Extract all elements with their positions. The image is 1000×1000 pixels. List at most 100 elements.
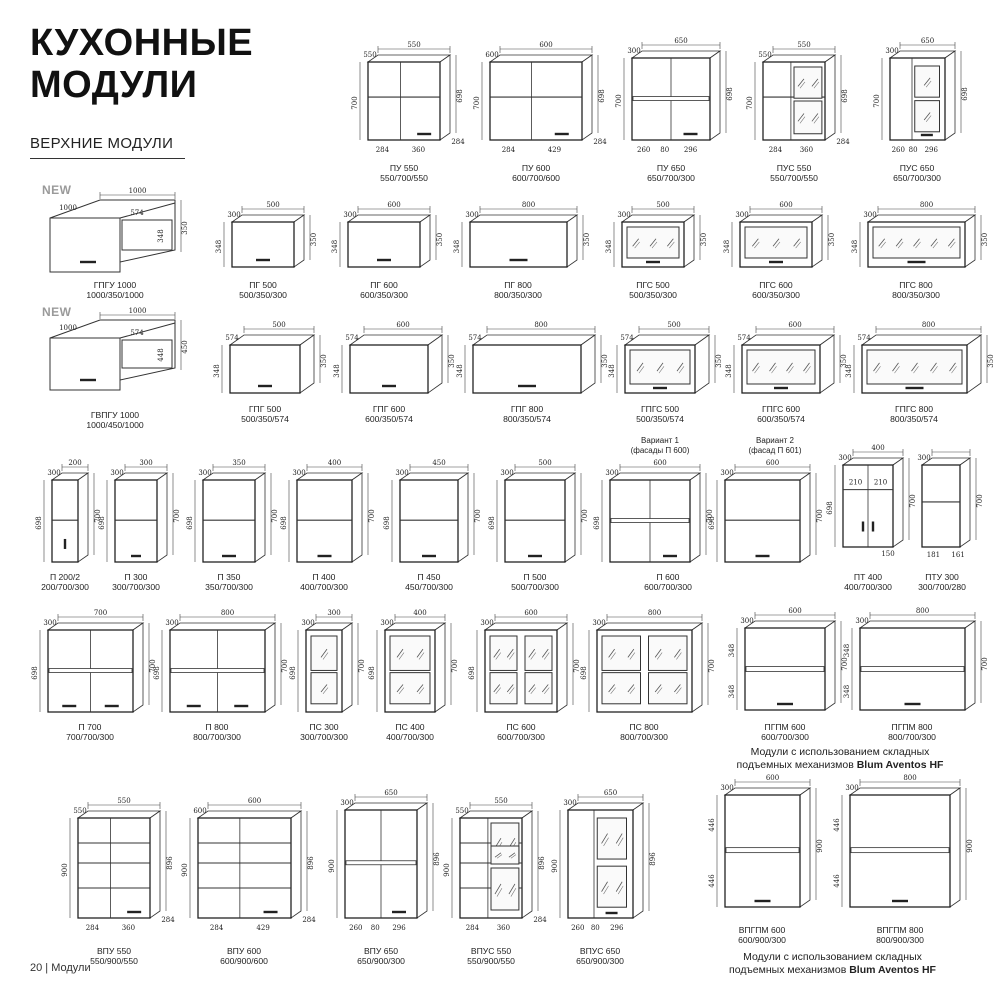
handle-icon [554, 132, 569, 136]
handle-icon [258, 384, 272, 388]
edge-line [669, 241, 675, 249]
dimension-height: 698 [726, 87, 734, 100]
dimension-height: 698 [961, 87, 969, 100]
edge-line [925, 80, 932, 88]
dimension-height: 348 [453, 240, 461, 253]
module-size: 550/700/550 [770, 173, 818, 183]
dimension-width: 600 [387, 201, 400, 209]
dimension-width: 800 [903, 774, 916, 782]
dimension-width: 700 [94, 609, 107, 617]
module-name: ВПГПМ 600 [738, 925, 786, 935]
glass-panel [389, 635, 431, 671]
cabinet-top [196, 810, 303, 819]
dimension-height: 350 [436, 233, 444, 246]
handle-icon [528, 554, 542, 558]
dimension-height: 700 [746, 96, 754, 109]
dimension-height: 698 [468, 666, 476, 679]
dimension-height: 698 [708, 516, 716, 529]
edge-line [119, 322, 176, 339]
dimension-height: 700 [351, 96, 359, 109]
dimension-height: 350 [700, 233, 708, 246]
dimension-height: 698 [368, 666, 376, 679]
handle-icon [382, 384, 396, 388]
cabinet-side [966, 334, 982, 394]
dimension-bottom: 284 [86, 924, 100, 932]
edge-line [772, 238, 780, 247]
shelf [48, 668, 133, 673]
cabinet-side [799, 472, 811, 563]
dimension-height: 698 [280, 516, 288, 529]
dimension-depth: 550 [363, 51, 376, 59]
module-name: ПС 800 [629, 722, 659, 732]
handle-icon [62, 704, 77, 708]
edge-line [788, 366, 794, 374]
edge-line [509, 652, 515, 660]
dimension-width: 550 [407, 41, 420, 49]
dimension-height: 350 [981, 233, 989, 246]
dimension-height: 450 [181, 340, 189, 353]
edge-line [320, 684, 328, 693]
module-name: ПУС 550 [776, 163, 812, 173]
glass-panel [793, 66, 823, 99]
lift-divider [850, 847, 950, 854]
edge-line [913, 238, 920, 247]
dimension-height: 446 [833, 818, 841, 832]
dimension-depth: 300 [720, 784, 733, 792]
edge-line [510, 888, 517, 897]
dimension-depth: 300 [838, 454, 851, 462]
edge-line [627, 684, 635, 693]
cabinet-top [761, 54, 837, 63]
dimension-height: 348 [215, 240, 223, 253]
dimension-height: 348 [723, 240, 731, 253]
dimension-width: 400 [413, 609, 426, 617]
dimension-height: 698 [593, 516, 601, 529]
edge-line [923, 77, 931, 86]
dimension-height: 350 [320, 354, 328, 367]
edge-line [656, 687, 663, 695]
module-size: 1000/450/1000 [86, 420, 144, 430]
dimension-width: 800 [534, 321, 547, 329]
dimension-width: 600 [779, 201, 792, 209]
dimension-bottom: 360 [122, 924, 135, 932]
dimension-width: 800 [920, 201, 933, 209]
dimension-width: 500 [656, 201, 669, 209]
edge-line [495, 652, 501, 660]
module-size: 500/350/574 [241, 414, 289, 424]
edge-line [880, 241, 886, 249]
dimension-bottom: 296 [610, 924, 624, 932]
dimension-bottom: 284 [302, 916, 316, 924]
edge-line [506, 684, 514, 693]
module-size: 300/700/300 [300, 732, 348, 742]
handle-icon [653, 386, 667, 390]
edge-line [119, 202, 176, 219]
cabinet-side [944, 50, 956, 141]
cabinet-top [858, 620, 977, 629]
dimension-depth: 600 [193, 807, 206, 815]
module-size: 600/350/574 [365, 414, 413, 424]
dimension-width: 500 [667, 321, 680, 329]
handle-icon [234, 704, 249, 708]
edge-line [615, 881, 623, 892]
dimension-width: 800 [922, 321, 935, 329]
edge-line [895, 238, 903, 247]
dimension-height: 350 [601, 354, 609, 367]
dimension-depth: 1000 [59, 324, 77, 332]
cabinet-side [149, 810, 161, 919]
cabinet-body [77, 817, 151, 919]
edge-line [530, 652, 536, 660]
handle-icon [774, 386, 788, 390]
dimension-depth: 300 [110, 469, 123, 477]
